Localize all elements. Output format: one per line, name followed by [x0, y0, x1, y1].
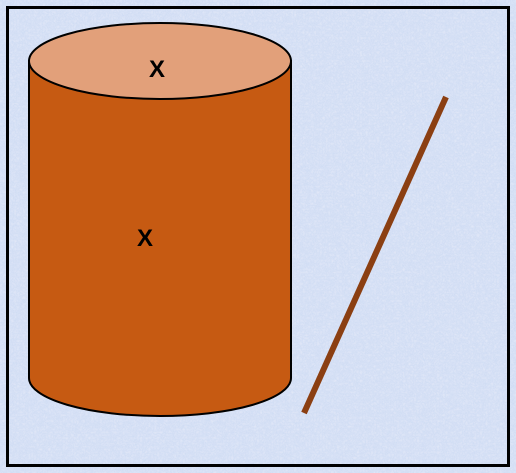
- cylinder-top: [28, 22, 292, 100]
- slanted-line: [301, 95, 449, 415]
- diagram-frame: [6, 6, 510, 467]
- cylinder-body: [28, 60, 292, 417]
- top-label: X: [149, 56, 165, 83]
- side-label: X: [137, 225, 153, 252]
